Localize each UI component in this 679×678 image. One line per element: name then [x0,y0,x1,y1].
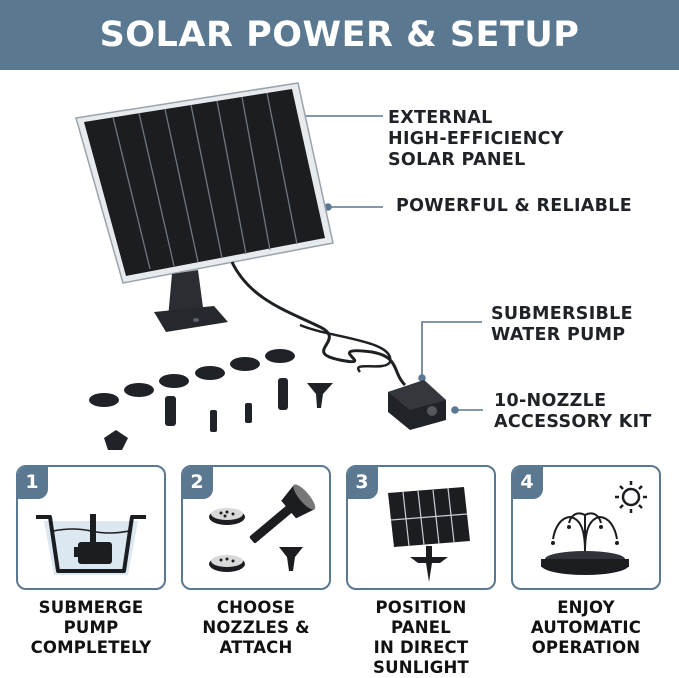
page-title: SOLAR POWER & SETUP [99,15,580,55]
panel-callout-line: EXTERNAL [388,108,493,128]
step-caption-line: SUNLIGHT [373,658,469,677]
step-caption-line: ENJOY [557,598,615,617]
header-banner: SOLAR POWER & SETUP [0,0,679,70]
step-caption-line: IN DIRECT [373,638,469,657]
pump-callout: SUBMERSIBLE WATER PUMP [491,304,633,346]
step-caption-line: OPERATION [531,638,641,657]
solar-panel-stake-icon [388,487,470,582]
step-caption-line: COMPLETELY [30,638,152,657]
step-number-badge: 3 [348,467,378,499]
step-4: 4 ENJOY AUTOMATIC OPERATION [511,465,661,658]
water-pump-image [388,380,446,430]
kit-callout: 10-NOZZLE ACCESSORY KIT [494,391,652,433]
step-caption-line: ATTACH [219,638,293,657]
callout-leader-lines [296,112,483,414]
step-caption-line: NOZZLES & [202,618,310,637]
step-card: 4 [511,465,661,590]
fountain-sun-icon [541,481,647,575]
reliable-callout: POWERFUL & RELIABLE [396,196,632,216]
panel-callout: EXTERNAL HIGH-EFFICIENCY SOLAR PANEL [388,108,564,171]
step-number-badge: 1 [18,467,48,499]
pump-in-water-icon [36,514,146,575]
step-number-badge: 2 [183,467,213,499]
product-illustration [75,82,483,450]
step-caption-line: CHOOSE [216,598,296,617]
step-caption-line: AUTOMATIC [530,618,642,637]
solar-panel-image [75,82,334,332]
nozzle-kit-image [89,349,333,450]
panel-callout-line: SOLAR PANEL [388,150,526,170]
panel-callout-line: HIGH-EFFICIENCY [388,129,564,149]
pump-callout-line: SUBMERSIBLE [491,304,633,324]
nozzles-icon [209,484,316,572]
step-card: 1 [16,465,166,590]
step-caption: POSITION PANEL IN DIRECT SUNLIGHT [346,598,496,678]
step-caption-line: POSITION PANEL [375,598,467,637]
pump-callout-line: WATER PUMP [491,325,626,345]
step-caption-line: PUMP [63,618,119,637]
step-caption: SUBMERGE PUMP COMPLETELY [16,598,166,658]
step-caption: ENJOY AUTOMATIC OPERATION [511,598,661,658]
cable-image [230,261,407,387]
step-card: 2 [181,465,331,590]
kit-callout-line: ACCESSORY KIT [494,412,652,432]
step-caption: CHOOSE NOZZLES & ATTACH [181,598,331,658]
step-caption-line: SUBMERGE [38,598,144,617]
kit-callout-line: 10-NOZZLE [494,391,607,411]
step-number-badge: 4 [513,467,543,499]
step-1: 1 SUBMERGE PUMP COMPLETELY [16,465,166,658]
sun-icon [615,481,647,513]
step-2: 2 CHOOSE NOZZLES & ATTACH [181,465,331,658]
step-card: 3 [346,465,496,590]
step-3: 3 POSITION PANEL IN DIRECT SUNLIGHT [346,465,496,678]
